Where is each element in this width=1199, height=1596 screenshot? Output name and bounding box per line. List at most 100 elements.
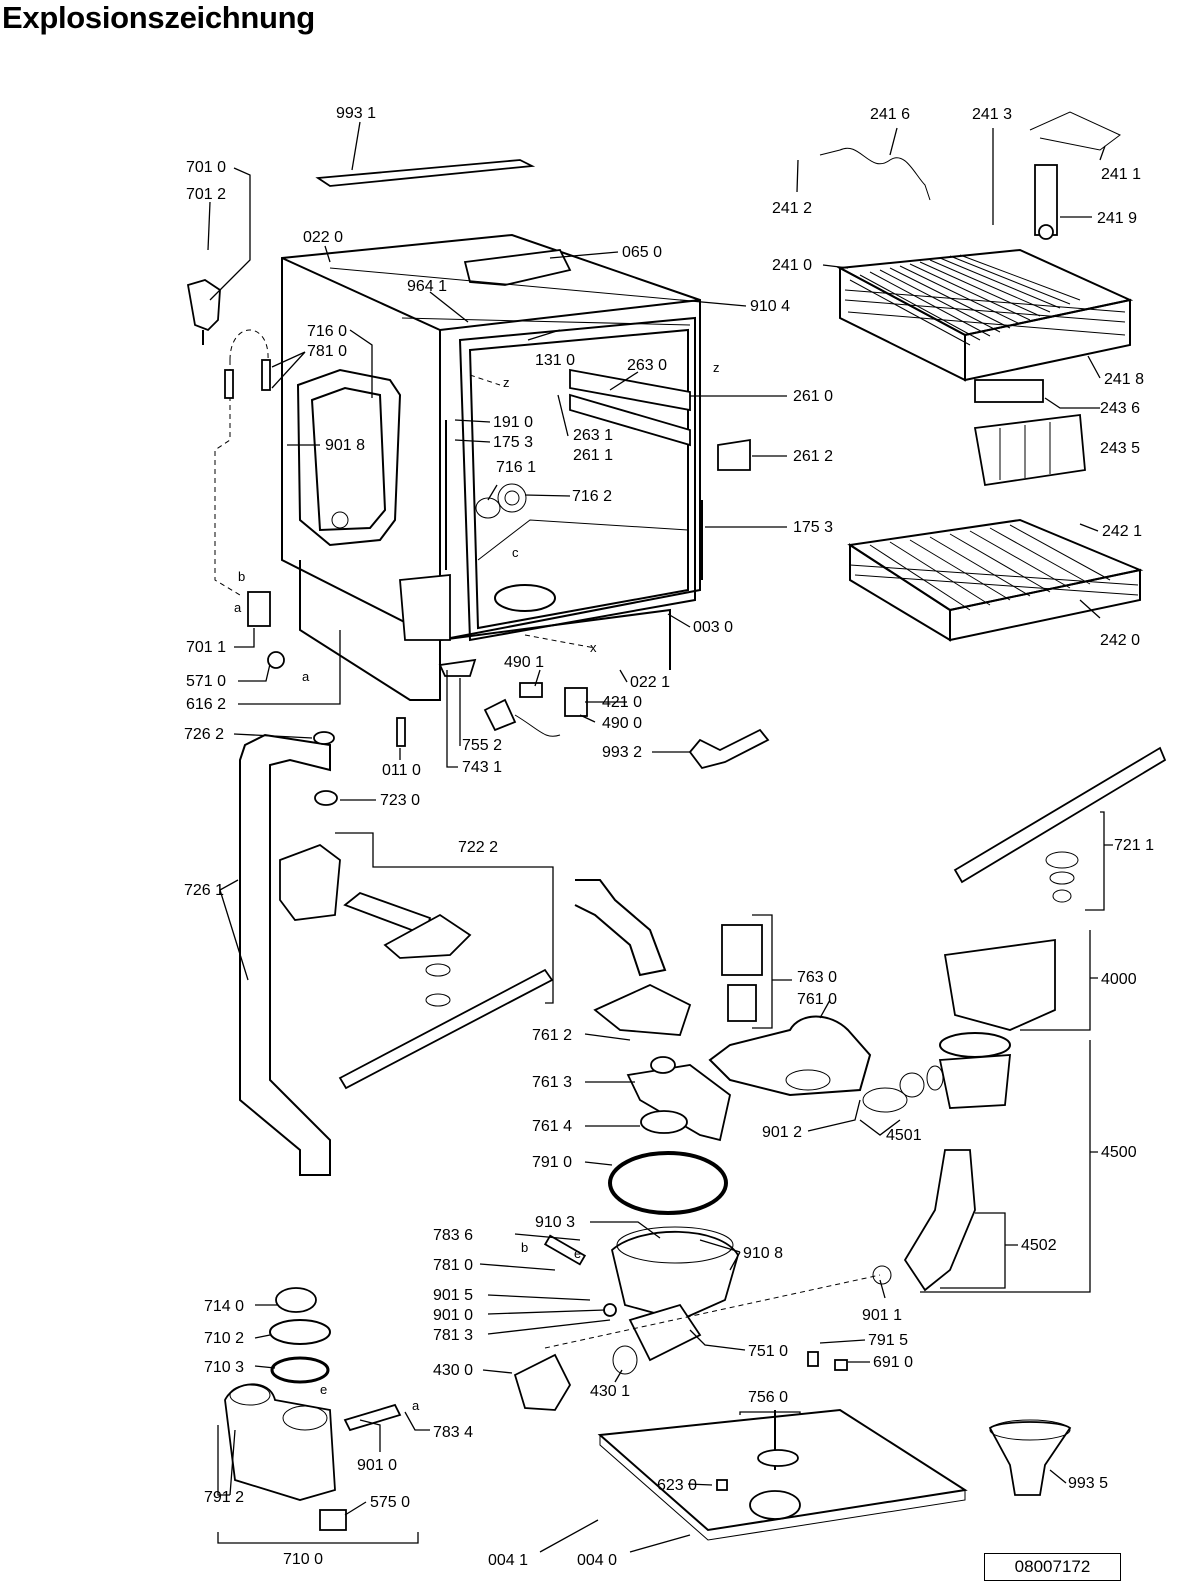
label-901-8: 901 8 xyxy=(325,437,365,454)
label-755-2: 755 2 xyxy=(462,737,502,754)
label-241-3: 241 3 xyxy=(972,106,1012,123)
electrical-parts-shapes xyxy=(396,658,588,747)
connection-letters: z z c x b a a b e e a xyxy=(234,360,720,1413)
label-781-0: 781 0 xyxy=(307,343,347,360)
label-242-0: 242 0 xyxy=(1100,632,1140,649)
label-261-0: 261 0 xyxy=(793,388,833,405)
label-781-3: 781 3 xyxy=(433,1327,473,1344)
label-241-6: 241 6 xyxy=(870,106,910,123)
label-761-4: 761 4 xyxy=(532,1118,572,1135)
label-241-9: 241 9 xyxy=(1097,210,1137,227)
label-901-2: 901 2 xyxy=(762,1124,802,1141)
page-title: Explosionszeichnung xyxy=(2,0,315,35)
label-242-1: 242 1 xyxy=(1102,523,1142,540)
label-004-1: 004 1 xyxy=(488,1552,528,1569)
label-751-0: 751 0 xyxy=(748,1343,788,1360)
label-910-4: 910 4 xyxy=(750,298,790,315)
label-263-1: 263 1 xyxy=(573,427,613,444)
label-175-3-b: 175 3 xyxy=(793,519,833,536)
lower-basket-shape xyxy=(847,518,1144,642)
label-623-0: 623 0 xyxy=(657,1477,697,1494)
letter-x: x xyxy=(590,640,597,655)
label-910-3: 910 3 xyxy=(535,1214,575,1231)
letter-b-sump: b xyxy=(521,1240,528,1255)
label-761-0: 761 0 xyxy=(797,991,837,1008)
top-strip-shape xyxy=(315,159,536,187)
label-761-3: 761 3 xyxy=(532,1074,572,1091)
label-241-1: 241 1 xyxy=(1101,166,1141,183)
part-labels: 993 1 701 0 701 2 022 0 065 0 964 1 910 … xyxy=(184,105,1154,1569)
label-743-1: 743 1 xyxy=(462,759,502,776)
letter-a-softener: a xyxy=(412,1398,420,1413)
wrench-shape xyxy=(688,728,770,770)
label-575-0: 575 0 xyxy=(370,1494,410,1511)
base-plate-shape xyxy=(597,1408,968,1541)
label-761-2: 761 2 xyxy=(532,1027,572,1044)
label-571-0: 571 0 xyxy=(186,673,226,690)
letter-z-left: z xyxy=(503,375,510,390)
label-710-2: 710 2 xyxy=(204,1330,244,1347)
label-901-5: 901 5 xyxy=(433,1287,473,1304)
water-softener-shapes xyxy=(224,1287,402,1531)
label-243-6: 243 6 xyxy=(1100,400,1140,417)
label-993-2: 993 2 xyxy=(602,744,642,761)
label-263-0: 263 0 xyxy=(627,357,667,374)
label-701-2: 701 2 xyxy=(186,186,226,203)
label-701-0: 701 0 xyxy=(186,159,226,176)
label-261-1: 261 1 xyxy=(573,447,613,464)
label-004-0: 004 0 xyxy=(577,1552,617,1569)
label-726-2: 726 2 xyxy=(184,726,224,743)
spray-arms-shapes xyxy=(239,731,1167,1215)
label-701-1: 701 1 xyxy=(186,639,226,656)
label-022-1: 022 1 xyxy=(630,674,670,691)
document-number-box: 08007172 xyxy=(984,1553,1121,1581)
label-723-0: 723 0 xyxy=(380,792,420,809)
label-791-0: 791 0 xyxy=(532,1154,572,1171)
label-783-6: 783 6 xyxy=(433,1227,473,1244)
pump-sump-shapes xyxy=(513,938,1056,1411)
part-shapes xyxy=(186,111,1167,1541)
label-910-8: 910 8 xyxy=(743,1245,783,1262)
letter-c: c xyxy=(512,545,519,560)
letter-e-softener: e xyxy=(320,1382,327,1397)
label-241-0: 241 0 xyxy=(772,257,812,274)
label-490-0: 490 0 xyxy=(602,715,642,732)
funnel-shape xyxy=(988,1419,1072,1496)
label-241-2: 241 2 xyxy=(772,200,812,217)
door-lock-shapes xyxy=(186,279,285,669)
label-781-0-b: 781 0 xyxy=(433,1257,473,1274)
label-4502: 4502 xyxy=(1021,1237,1057,1254)
label-763-0: 763 0 xyxy=(797,969,837,986)
label-993-1: 993 1 xyxy=(336,105,376,122)
label-716-0: 716 0 xyxy=(307,323,347,340)
label-421-0: 421 0 xyxy=(602,694,642,711)
label-003-0: 003 0 xyxy=(693,619,733,636)
label-993-5: 993 5 xyxy=(1068,1475,1108,1492)
label-131-0: 131 0 xyxy=(535,352,575,369)
label-4500: 4500 xyxy=(1101,1144,1137,1161)
label-901-0-b: 901 0 xyxy=(357,1457,397,1474)
label-022-0: 022 0 xyxy=(303,229,343,246)
label-783-4: 783 4 xyxy=(433,1424,473,1441)
label-011-0: 011 0 xyxy=(382,762,421,779)
label-490-1: 490 1 xyxy=(504,654,544,671)
label-901-1: 901 1 xyxy=(862,1307,902,1324)
leader-lines xyxy=(207,121,1113,1553)
label-716-2: 716 2 xyxy=(572,488,612,505)
label-726-1: 726 1 xyxy=(184,882,224,899)
label-710-0: 710 0 xyxy=(283,1551,323,1568)
label-261-2: 261 2 xyxy=(793,448,833,465)
letter-b-door: b xyxy=(238,569,245,584)
label-791-5: 791 5 xyxy=(868,1332,908,1349)
label-714-0: 714 0 xyxy=(204,1298,244,1315)
tub-cabinet-shape xyxy=(281,233,751,701)
label-065-0: 065 0 xyxy=(622,244,662,261)
letter-a-door: a xyxy=(234,600,242,615)
label-710-3: 710 3 xyxy=(204,1359,244,1376)
upper-basket-shape xyxy=(819,111,1134,487)
letter-e-sump: e xyxy=(574,1246,581,1261)
label-430-0: 430 0 xyxy=(433,1362,473,1379)
label-243-5: 243 5 xyxy=(1100,440,1140,457)
label-4000: 4000 xyxy=(1101,971,1137,988)
